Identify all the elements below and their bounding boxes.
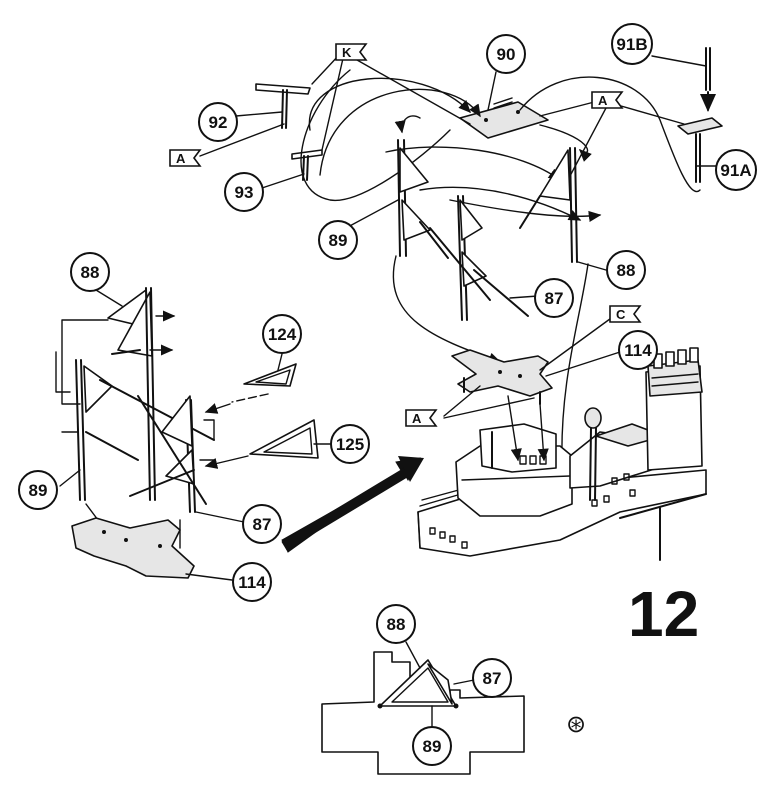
part-114-top-plate [451, 349, 553, 405]
callout-124-label: 124 [268, 325, 297, 344]
mast-88-left [107, 287, 156, 501]
callout-91b: 91B [611, 23, 653, 65]
note-asterisk-icon: ⊛ [566, 710, 586, 738]
callout-88-left-label: 88 [81, 263, 100, 282]
callout-125-label: 125 [336, 435, 364, 454]
callout-93-label: 93 [235, 183, 254, 202]
mast-89-left [75, 349, 215, 501]
flag-k-label: K [342, 45, 352, 60]
flag-a-top-right-label: A [598, 93, 608, 108]
ship-superstructure [417, 347, 707, 561]
mast-87-top [429, 195, 529, 321]
callout-91a-label: 91A [720, 161, 751, 180]
assembly-arrows-ship [507, 395, 549, 462]
callout-92-label: 92 [209, 113, 228, 132]
callout-88-detail: 88 [376, 604, 416, 644]
callout-87-top: 87 [534, 278, 574, 318]
part-114-left-plate [71, 517, 195, 579]
flag-a-mid-label: A [412, 411, 422, 426]
callout-90: 90 [486, 34, 526, 74]
callout-114-left-label: 114 [238, 573, 266, 592]
callout-88-top: 88 [606, 250, 646, 290]
detail-inset [321, 651, 525, 775]
part-91a-plate-post [677, 117, 723, 183]
callout-91a: 91A [715, 149, 757, 191]
callout-87-top-label: 87 [545, 289, 564, 308]
callout-87-detail-label: 87 [483, 669, 502, 688]
callout-114-left: 114 [232, 562, 272, 602]
part-92-t-post [255, 83, 311, 129]
left-assembly-leaders [55, 310, 269, 549]
callout-88-detail-label: 88 [387, 615, 406, 634]
step-number: 12 [628, 578, 699, 650]
callout-91b-label: 91B [616, 35, 647, 54]
flag-c-label: C [616, 307, 626, 322]
flag-k: K [335, 43, 368, 61]
flag-a-mid: A [405, 409, 438, 427]
callout-87-detail: 87 [472, 658, 512, 698]
callout-88-top-label: 88 [617, 261, 636, 280]
flag-c: C [609, 305, 642, 323]
callout-114-top: 114 [618, 330, 658, 370]
callout-leaders [59, 53, 717, 581]
big-direction-arrow [281, 456, 424, 553]
callout-89-detail: 89 [412, 726, 452, 766]
flag-a-top-left-label: A [176, 151, 186, 166]
funnel-stacks [653, 347, 699, 369]
flag-a-top-right: A [591, 91, 624, 109]
callout-88-left: 88 [70, 252, 110, 292]
callout-125: 125 [330, 424, 370, 464]
callout-89-top: 89 [318, 220, 358, 260]
callout-93: 93 [224, 172, 264, 212]
callout-114-top-label: 114 [624, 341, 652, 360]
callout-90-label: 90 [497, 45, 516, 64]
callout-89-detail-label: 89 [423, 737, 442, 756]
part-125-triangle [249, 419, 319, 459]
part-124-triangle [243, 363, 297, 387]
detail-leaders [405, 641, 475, 729]
flag-a-top-left: A [169, 149, 202, 167]
callout-89-top-label: 89 [329, 231, 348, 250]
callout-87-left: 87 [242, 504, 282, 544]
part-90-plate [459, 97, 549, 139]
callout-87-left-label: 87 [253, 515, 272, 534]
callout-124: 124 [262, 314, 302, 354]
mast-89-top [397, 139, 449, 259]
part-91b-rod [700, 47, 716, 112]
mast-88-top [519, 147, 578, 263]
callout-89-left: 89 [18, 470, 58, 510]
callout-89-left-label: 89 [29, 481, 48, 500]
callout-92: 92 [198, 102, 238, 142]
assembly-arrows-top [300, 69, 701, 222]
mast-87-left [129, 395, 207, 513]
part-93-t-post [291, 149, 323, 181]
